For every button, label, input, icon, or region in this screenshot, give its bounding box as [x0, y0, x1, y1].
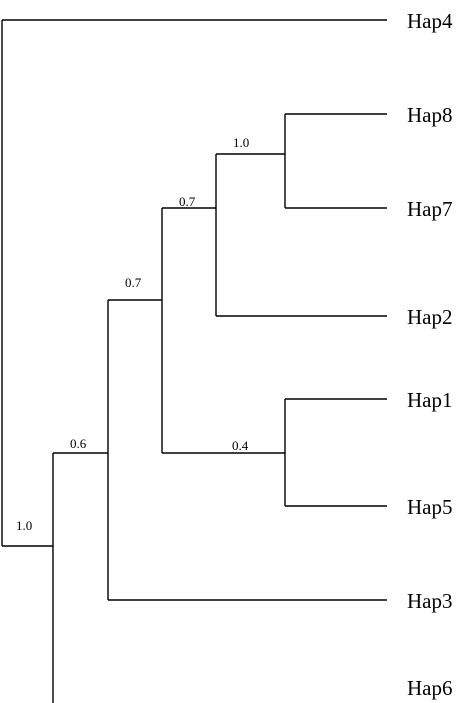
support-root: 1.0	[16, 518, 32, 533]
support-hap6-sister: 0.6	[70, 436, 87, 451]
support-hap1-hap5: 0.4	[232, 438, 249, 453]
leaf-label-hap5: Hap5	[407, 495, 453, 519]
leaf-label-hap1: Hap1	[407, 388, 453, 412]
leaf-label-hap3: Hap3	[407, 589, 453, 613]
leaf-label-hap7: Hap7	[407, 197, 453, 221]
leaf-label-hap6: Hap6	[407, 676, 453, 700]
leaf-label-hap8: Hap8	[407, 103, 453, 127]
leaf-label-hap4: Hap4	[407, 9, 453, 33]
support-hap7-hap8: 1.0	[233, 135, 249, 150]
support-hap3-sister: 0.7	[125, 275, 142, 290]
leaf-label-hap2: Hap2	[407, 305, 453, 329]
support-hap2-clade: 0.7	[179, 194, 196, 209]
